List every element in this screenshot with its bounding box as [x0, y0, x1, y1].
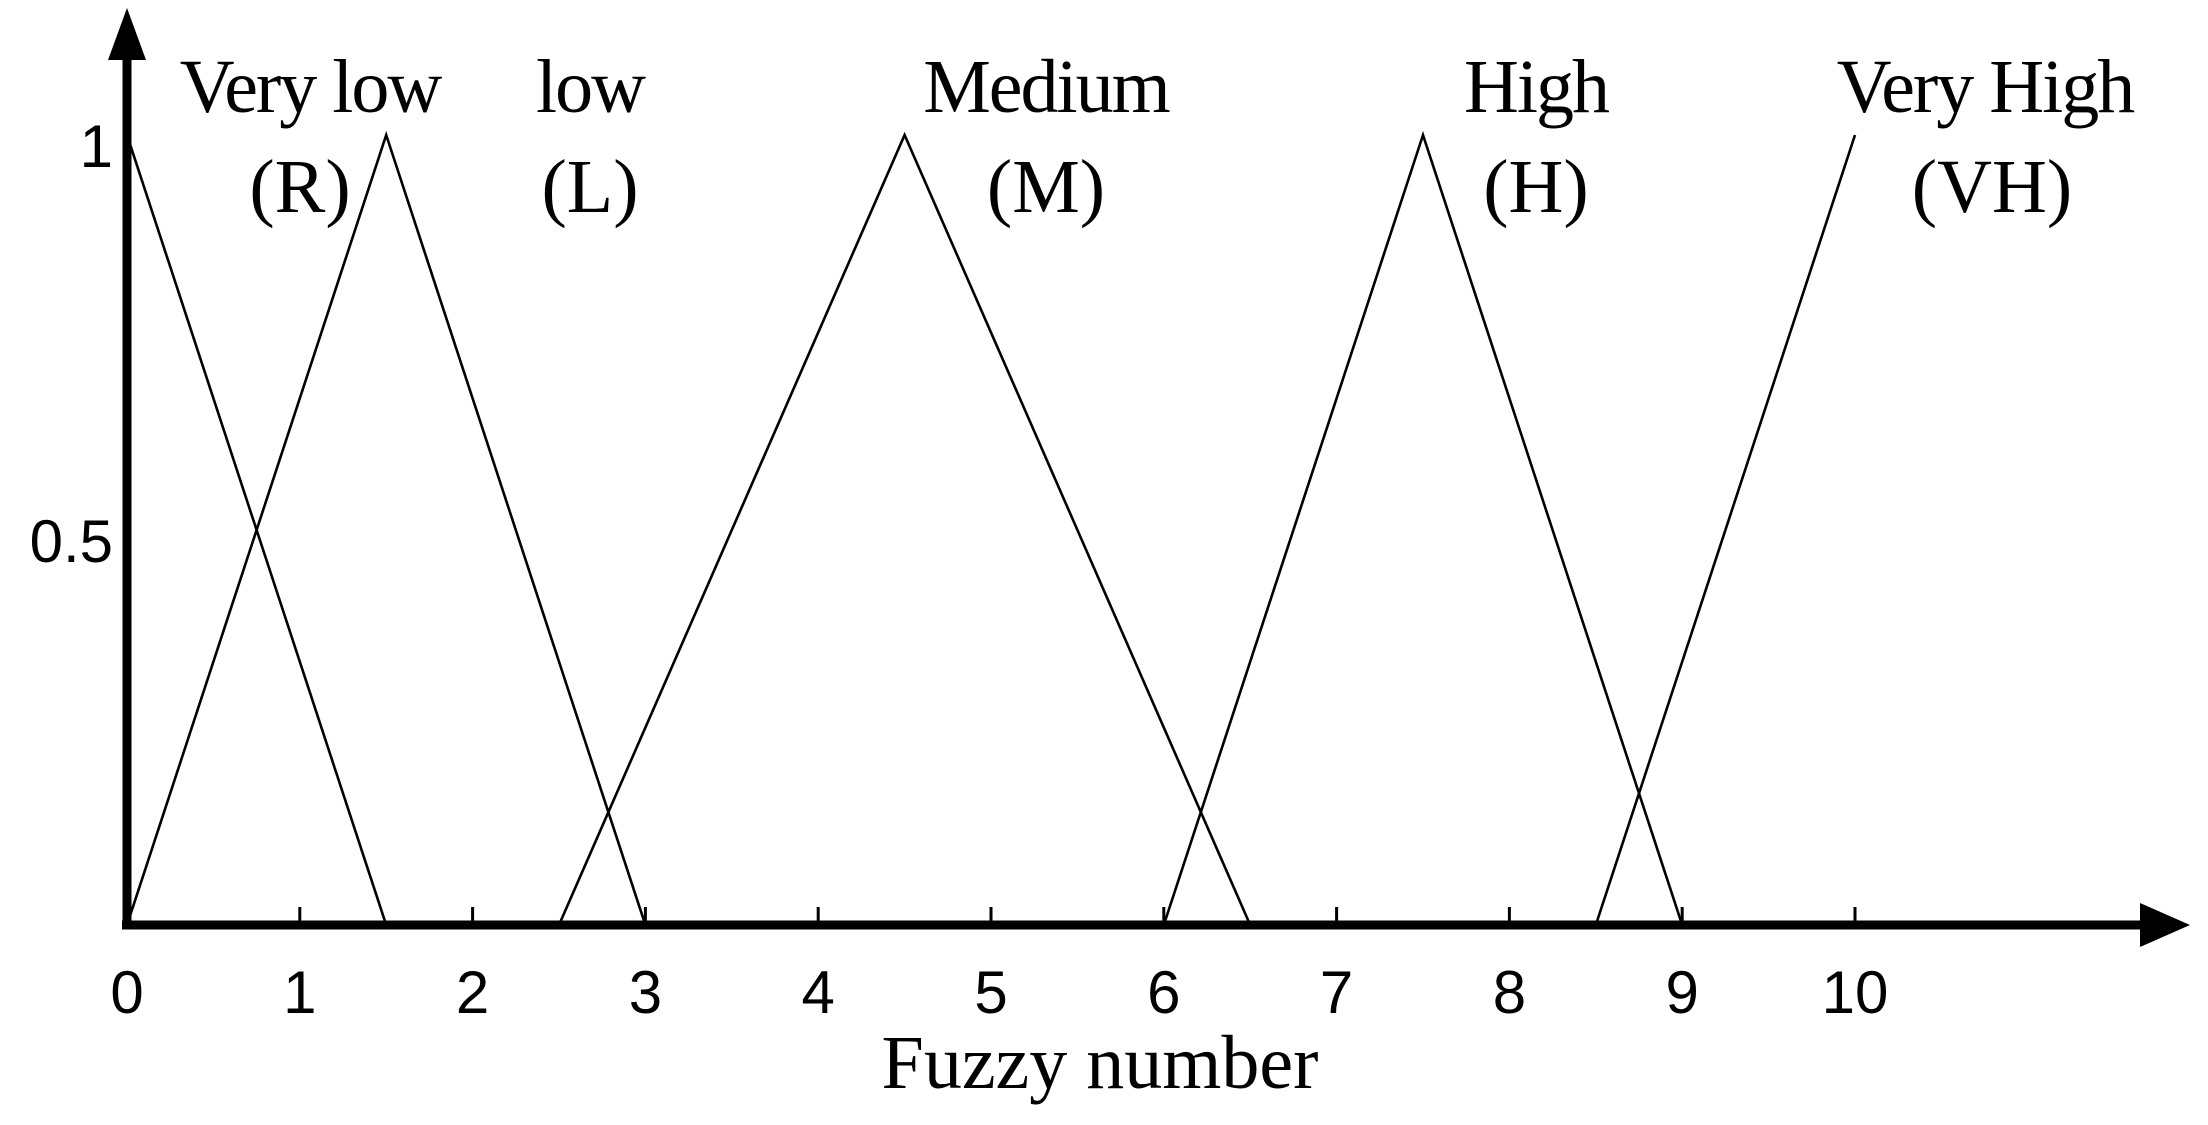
x-tick-label: 7: [1320, 959, 1353, 1026]
series-code-very-high: (VH): [1912, 145, 2072, 229]
series-code-very-low: (R): [249, 145, 350, 229]
ticks-layer: 0 1 2 3 4 5 6 7 8 9 10 0.5 1: [30, 113, 1889, 1026]
y-tick-label: 1: [80, 113, 113, 180]
x-tick-label: 8: [1493, 959, 1526, 1026]
x-tick-label: 10: [1822, 959, 1889, 1026]
x-tick-label: 6: [1147, 959, 1180, 1026]
y-axis-arrow: [108, 8, 146, 60]
series-line-high: [1162, 130, 1684, 926]
axes-layer: [108, 8, 2190, 947]
series-label-medium: Medium: [923, 45, 1169, 129]
series-label-very-low: Very low: [180, 45, 443, 129]
series-label-very-high: Very High: [1837, 45, 2135, 129]
series-label-low: low: [536, 45, 646, 129]
y-tick-label: 0.5: [30, 508, 113, 575]
series-line-low: [125, 130, 647, 926]
x-tick-label: 4: [802, 959, 835, 1026]
series-code-high: (H): [1483, 145, 1589, 229]
series-line-medium: [557, 131, 1252, 926]
x-tick-label: 5: [974, 959, 1007, 1026]
series-line-very-high: [1594, 134, 1857, 926]
series-label-high: High: [1464, 45, 1609, 129]
x-tick-label: 2: [456, 959, 489, 1026]
series-code-low: (L): [541, 145, 638, 229]
x-tick-label: 0: [110, 959, 143, 1026]
series-code-medium: (M): [987, 145, 1105, 229]
x-axis-label: Fuzzy number: [882, 1021, 1319, 1105]
x-tick-label: 9: [1666, 959, 1699, 1026]
labels-layer: Very low (R) low (L) Medium (M) High (H) Very Hi…: [180, 45, 2137, 229]
x-axis-arrow: [2140, 903, 2190, 947]
series-layer: [125, 130, 1857, 926]
x-tick-label: 3: [629, 959, 662, 1026]
x-tick-label: 1: [283, 959, 316, 1026]
